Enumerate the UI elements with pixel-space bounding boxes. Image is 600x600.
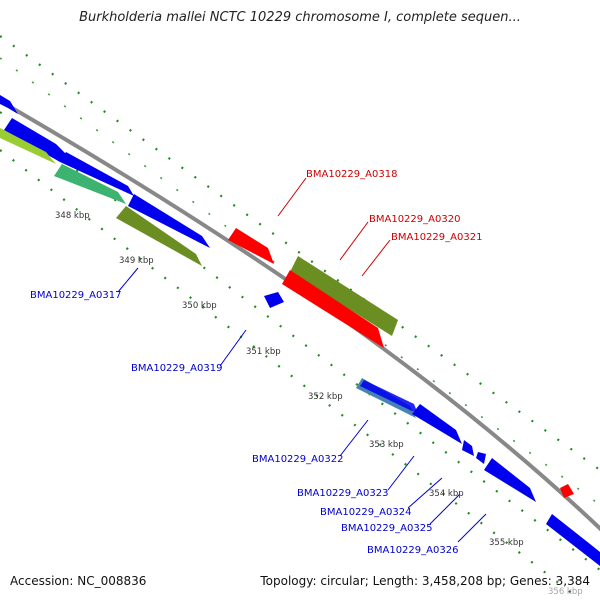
tick-label: 350 kbp (182, 301, 217, 311)
accession-label: Accession: NC_008836 (10, 574, 147, 588)
gene-label-a0323[interactable]: BMA10229_A0323 (297, 488, 388, 499)
gene-label-a0324[interactable]: BMA10229_A0324 (320, 507, 411, 518)
gene-feature[interactable] (412, 404, 462, 444)
gene-feature[interactable] (128, 194, 210, 248)
gene-label-a0317[interactable]: BMA10229_A0317 (30, 290, 121, 301)
gene-label-a0320[interactable]: BMA10229_A0320 (369, 214, 460, 225)
gene-feature[interactable] (282, 270, 384, 348)
dotted-ring-inner (0, 149, 583, 600)
leader-a0326 (457, 513, 487, 543)
leader-a0325 (429, 493, 461, 525)
gene-feature[interactable] (116, 206, 202, 266)
leader-a0318 (277, 177, 307, 217)
leader-a0323 (387, 455, 415, 491)
leader-a0320 (339, 221, 369, 261)
tick-label: 348 kbp (55, 211, 90, 221)
gene-feature[interactable] (60, 152, 134, 196)
gene-feature[interactable] (4, 118, 70, 162)
backbone-ring (0, 98, 600, 532)
map-title: Burkholderia mallei NCTC 10229 chromosom… (79, 10, 521, 25)
gene-feature[interactable] (484, 458, 536, 502)
leader-a0319 (219, 329, 247, 367)
gene-feature[interactable] (546, 514, 600, 566)
gene-feature[interactable] (290, 256, 398, 336)
leader-a0317 (117, 267, 139, 293)
tick-label: 356 kbp (548, 587, 583, 597)
gene-feature[interactable] (0, 128, 56, 164)
tick-label: 355 kbp (489, 538, 524, 548)
topology-label: Topology: circular; Length: 3,458,208 bp… (260, 574, 590, 588)
inner-track (0, 95, 600, 566)
gene-feature[interactable] (264, 292, 284, 308)
leader-a0322 (339, 419, 369, 457)
gene-feature[interactable] (0, 95, 18, 114)
gene-label-a0322[interactable]: BMA10229_A0322 (252, 454, 343, 465)
gene-feature[interactable] (462, 440, 474, 456)
gene-feature[interactable] (228, 228, 274, 264)
outer-track (228, 228, 574, 498)
tick-label: 349 kbp (119, 256, 154, 266)
gene-labels: BMA10229_A0317 BMA10229_A0318 BMA10229_A… (30, 169, 482, 556)
dotted-ring-outer (0, 35, 600, 471)
tick-label: 351 kbp (246, 347, 281, 357)
gene-feature[interactable] (476, 452, 486, 464)
tick-label: 352 kbp (308, 392, 343, 402)
tick-labels: 348 kbp 349 kbp 350 kbp 351 kbp 352 kbp … (55, 211, 583, 597)
leader-lines (117, 177, 487, 543)
tick-label: 354 kbp (429, 489, 464, 499)
leader-a0321 (361, 239, 391, 277)
gene-label-a0326[interactable]: BMA10229_A0326 (367, 545, 458, 556)
gene-label-a0325[interactable]: BMA10229_A0325 (341, 523, 432, 534)
leader-a0324 (407, 477, 443, 509)
gene-feature[interactable] (560, 484, 574, 498)
tick-label: 353 kbp (369, 440, 404, 450)
gene-label-a0319[interactable]: BMA10229_A0319 (131, 363, 222, 374)
gene-label-a0318[interactable]: BMA10229_A0318 (306, 169, 397, 180)
gene-feature[interactable] (360, 380, 418, 414)
gene-label-a0321[interactable]: BMA10229_A0321 (391, 232, 482, 243)
gene-feature[interactable] (54, 164, 126, 204)
